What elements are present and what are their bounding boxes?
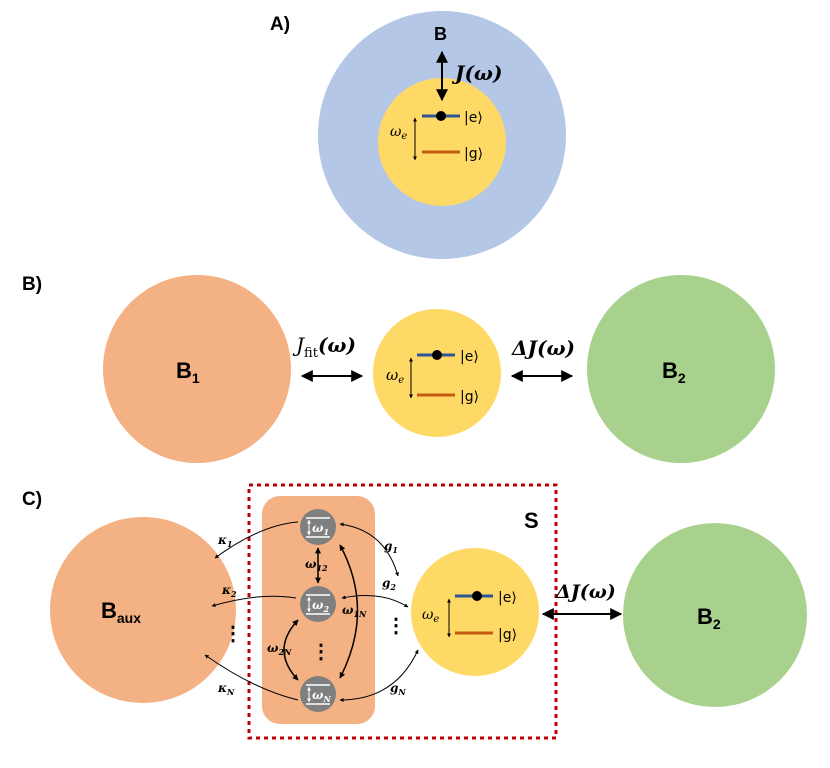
bath-b-label: B bbox=[434, 24, 447, 44]
g-n-arrow bbox=[339, 649, 419, 702]
jfit-label: Jfit(ω) bbox=[292, 333, 356, 361]
panel-c: C) S Baux B2 ω1 ω2 bbox=[22, 483, 807, 740]
electron-dot-a bbox=[436, 111, 446, 121]
mode-2: ω2 bbox=[300, 586, 336, 622]
delta-j-label-b: ΔJ(ω) bbox=[511, 336, 575, 360]
g-2-arrow bbox=[341, 594, 409, 608]
panel-c-label: C) bbox=[22, 489, 42, 510]
electron-dot-b bbox=[432, 350, 442, 360]
kappa-n-label: κN bbox=[217, 681, 235, 697]
electron-dot-c bbox=[472, 591, 482, 601]
mode-n: ωN bbox=[300, 676, 336, 712]
mode-1-label: ω1 bbox=[312, 521, 329, 537]
bath-b2-label: B2 bbox=[662, 358, 686, 386]
g-vdots: ⋮ bbox=[386, 615, 406, 637]
kappa-n-arrow bbox=[204, 654, 299, 701]
system-a-circle bbox=[378, 78, 506, 206]
omega-e-label-b: ωe bbox=[386, 366, 404, 386]
omega-2n-label: ω2N bbox=[267, 641, 292, 657]
mode-chain-vdots: ⋮ bbox=[311, 641, 331, 663]
ket-g-c: |g⟩ bbox=[498, 627, 517, 643]
omega-e-label-a: ωe bbox=[390, 124, 407, 142]
panel-a: A) B J(ω) ωe |e⟩ |g⟩ bbox=[270, 11, 566, 259]
omega-2n-arrow bbox=[283, 619, 299, 681]
g-1-label: g1 bbox=[384, 539, 398, 555]
panel-b-label: B) bbox=[22, 274, 42, 295]
kappa-vdots: ⋮ bbox=[223, 623, 243, 645]
bath-b2-circle-c bbox=[623, 523, 807, 707]
system-s-label: S bbox=[524, 508, 539, 533]
bath-b1-label: B1 bbox=[176, 358, 200, 386]
g-n-label: gN bbox=[390, 681, 406, 697]
bath-aux-label: Baux bbox=[101, 598, 141, 626]
ket-g-a: |g⟩ bbox=[464, 146, 483, 162]
bath-b2-circle bbox=[587, 275, 775, 463]
panel-b: B) B1 B2 ωe |e⟩ |g⟩ Jfit(ω) ΔJ(ω) bbox=[22, 274, 775, 463]
omega-e-label-c: ωe bbox=[422, 607, 439, 625]
ket-g-b: |g⟩ bbox=[460, 389, 479, 405]
kappa-1-arrow bbox=[214, 521, 299, 559]
g-2-label: g2 bbox=[382, 576, 396, 592]
kappa-2-arrow bbox=[211, 595, 297, 607]
delta-j-label-c: ΔJ(ω) bbox=[555, 581, 616, 603]
system-c-circle bbox=[411, 548, 539, 676]
g-1-arrow bbox=[339, 522, 399, 577]
ket-e-c: |e⟩ bbox=[498, 590, 517, 606]
mode-1: ω1 bbox=[300, 509, 336, 545]
mode-2-label: ω2 bbox=[312, 598, 329, 614]
bath-aux-circle bbox=[50, 517, 236, 703]
kappa-2-label: κ2 bbox=[221, 583, 237, 599]
kappa-1-label: κ1 bbox=[217, 533, 233, 549]
panel-a-label: A) bbox=[270, 14, 290, 35]
ket-e-a: |e⟩ bbox=[464, 110, 483, 126]
omega-12-label: ω12 bbox=[305, 557, 328, 573]
mode-n-label: ωN bbox=[312, 688, 331, 704]
bath-b2-label-c: B2 bbox=[697, 604, 721, 632]
system-b-circle bbox=[373, 309, 501, 437]
bath-b1-circle bbox=[103, 275, 291, 463]
coupling-a-label: J(ω) bbox=[451, 61, 502, 85]
ket-e-b: |e⟩ bbox=[460, 349, 479, 365]
